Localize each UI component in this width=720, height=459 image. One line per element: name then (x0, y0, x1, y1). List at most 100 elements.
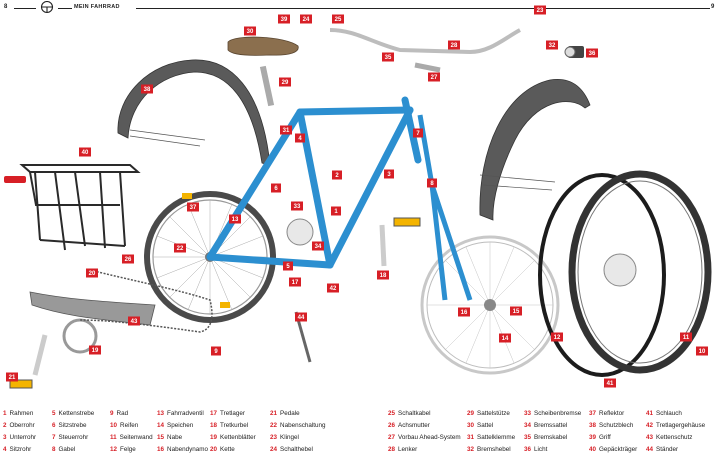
header-rule-mid (58, 8, 72, 9)
legend-item-number: 19 (210, 434, 218, 441)
front-wheel-tyre (420, 235, 560, 375)
legend-item-number: 42 (646, 422, 654, 429)
callout-6: 6 (271, 183, 281, 193)
callout-35: 35 (382, 52, 394, 62)
legend-item-number: 25 (388, 410, 396, 417)
callout-10: 10 (696, 346, 708, 356)
crank-arm-right (379, 224, 387, 267)
callout-14: 14 (499, 333, 511, 343)
legend-item-number: 11 (110, 434, 117, 441)
pedal-left (9, 379, 33, 389)
svg-text:44: 44 (298, 315, 305, 321)
legend-item-label: Nabendynamo (167, 446, 208, 453)
callout-3: 3 (384, 169, 394, 179)
callout-43: 43 (128, 316, 140, 326)
legend-item-label: Sattelstütze (477, 410, 510, 417)
bicycle-frame (206, 96, 422, 269)
legend-item-label: Fahrradventil (167, 410, 204, 417)
legend-item-number: 37 (589, 410, 597, 417)
callout-17: 17 (289, 277, 301, 287)
legend-item-number: 35 (524, 434, 532, 441)
legend-item-label: Schutzblech (599, 422, 634, 429)
legend-item-number: 33 (524, 410, 532, 417)
legend-item-label: Gepäckträger (599, 446, 638, 453)
legend-item-number: 18 (210, 422, 218, 429)
legend-item-number: 13 (157, 410, 165, 417)
svg-text:42: 42 (330, 286, 337, 292)
legend-item-label: Sattel (477, 422, 494, 429)
callout-22: 22 (174, 243, 186, 253)
brake-disc-rear (286, 218, 314, 246)
callout-19: 19 (89, 345, 101, 355)
luggage-rack (19, 164, 141, 251)
legend-item-number: 5 (52, 410, 56, 417)
legend-item-label: Tretlagergehäuse (656, 422, 706, 429)
svg-text:12: 12 (554, 335, 561, 341)
legend-item-label: Unterrohr (9, 434, 37, 441)
saddle (227, 36, 299, 56)
rear-mudguard-struts (129, 129, 206, 147)
legend-item-number: 1 (3, 410, 7, 417)
svg-text:36: 36 (589, 51, 596, 57)
legend-item-label: Steuerrohr (58, 434, 89, 441)
legend-item-number: 38 (589, 422, 597, 429)
svg-text:32: 32 (549, 43, 556, 49)
callout-21: 21 (6, 372, 18, 382)
svg-text:33: 33 (294, 204, 301, 210)
header-rule-right (136, 8, 710, 9)
svg-text:37: 37 (190, 205, 197, 211)
callout-1: 1 (331, 206, 341, 216)
svg-text:18: 18 (380, 273, 387, 279)
legend-item-number: 24 (270, 446, 278, 453)
svg-text:28: 28 (451, 43, 458, 49)
legend-item-label: Tretkurbel (220, 422, 249, 429)
tyre (568, 170, 712, 374)
legend-item-number: 43 (646, 434, 654, 441)
header-rule-left (14, 8, 36, 9)
chainguard (29, 291, 156, 326)
legend-item-number: 22 (270, 422, 278, 429)
callout-23: 23 (534, 5, 546, 15)
callout-27: 27 (428, 72, 440, 82)
callout-7: 7 (413, 128, 423, 138)
stem (414, 62, 441, 73)
svg-text:30: 30 (247, 29, 254, 35)
svg-text:1: 1 (334, 209, 338, 215)
page-number-right: 9 (711, 4, 715, 10)
exploded-bicycle-diagram: 1 2 3 4 5 6 7 8 9 10 11 12 13 14 15 16 1… (4, 5, 712, 389)
svg-text:17: 17 (292, 280, 299, 286)
legend-item-label: Kettenschutz (656, 434, 693, 441)
rear-mudguard (117, 59, 271, 166)
callout-labels: 1 2 3 4 5 6 7 8 9 10 11 12 13 14 15 16 1… (6, 5, 708, 388)
callout-25: 25 (332, 14, 344, 24)
front-mudguard (479, 78, 591, 221)
legend-item-label: Klingel (280, 434, 299, 441)
handlebar-icon (40, 1, 54, 14)
svg-text:40: 40 (82, 150, 89, 156)
chainring (62, 318, 98, 354)
legend-item-label: Ständer (656, 446, 679, 453)
legend-item-label: Bremskabel (534, 434, 568, 441)
svg-text:16: 16 (461, 310, 468, 316)
legend-item-number: 29 (467, 410, 475, 417)
legend-item-number: 9 (110, 410, 114, 417)
legend-item-label: Schaltkabel (398, 410, 431, 417)
legend-item-label: Vorbau Ahead-System (398, 434, 461, 441)
legend-item-label: Reflektor (599, 410, 625, 417)
callout-44: 44 (295, 312, 307, 322)
svg-text:3: 3 (387, 172, 391, 178)
legend-item-number: 26 (388, 422, 396, 429)
